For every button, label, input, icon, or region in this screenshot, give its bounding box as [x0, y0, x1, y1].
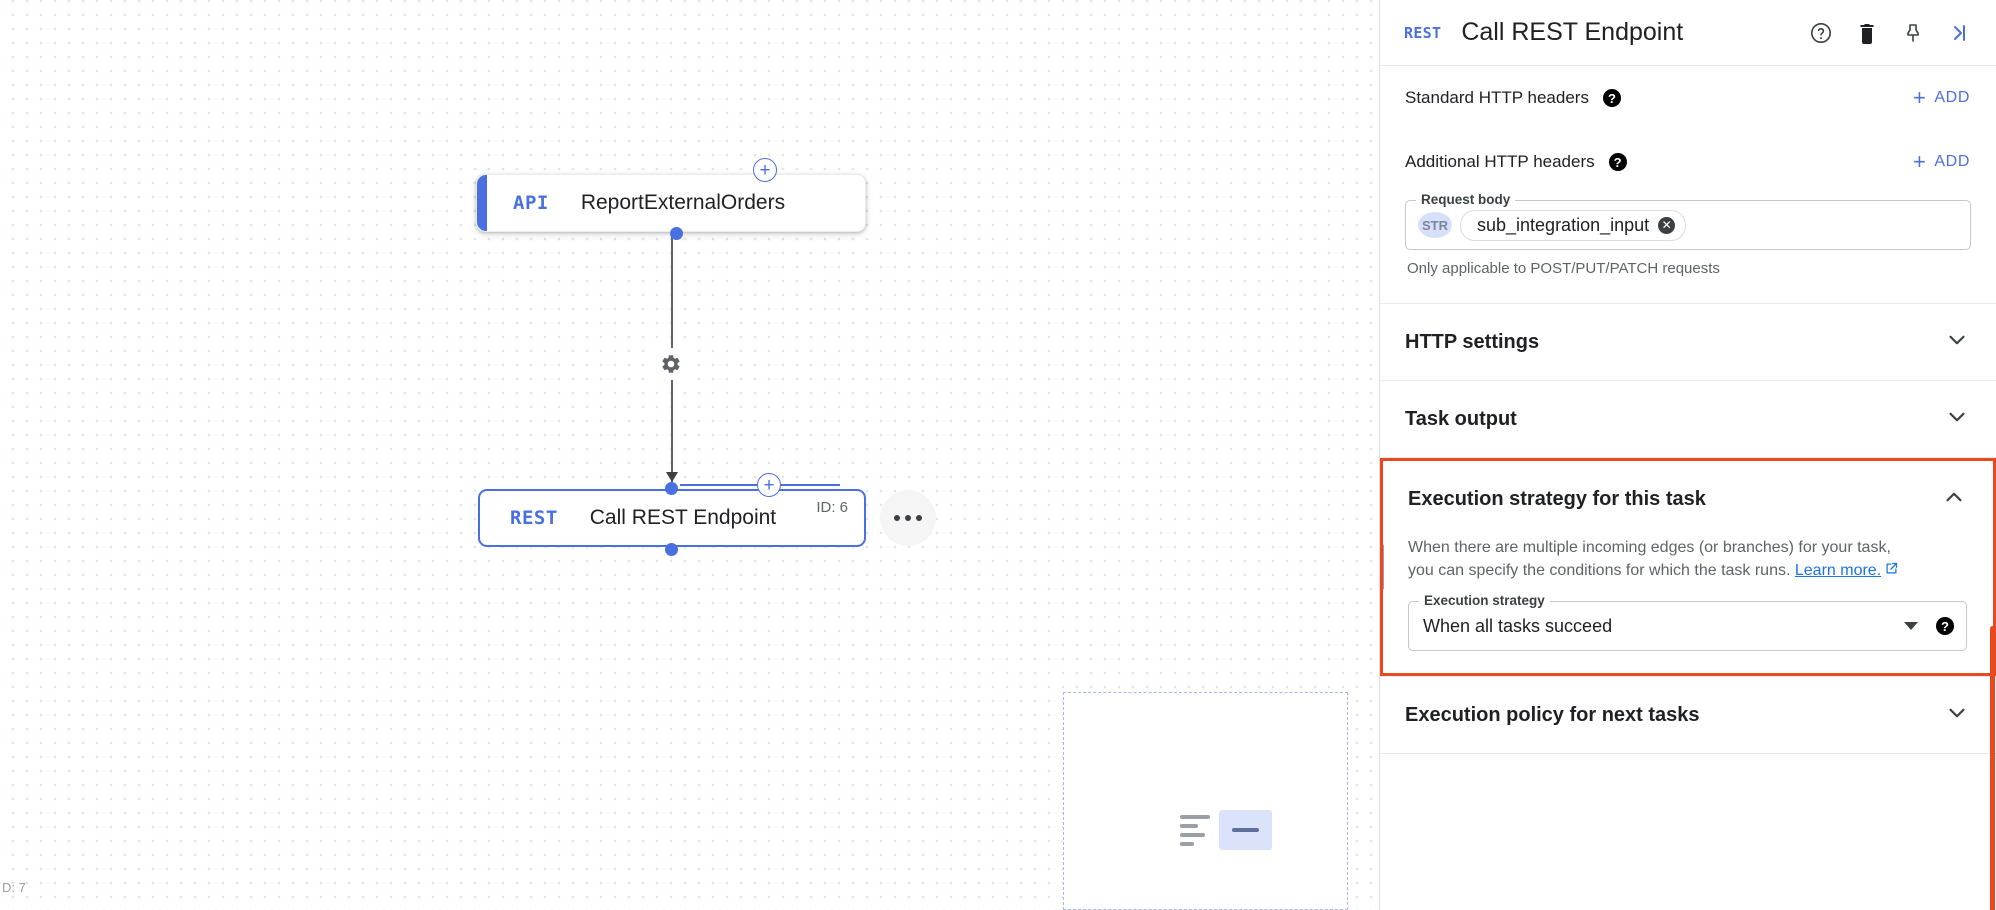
- help-icon[interactable]: ?: [1608, 153, 1627, 171]
- request-body-helper-text: Only applicable to POST/PUT/PATCH reques…: [1407, 260, 1720, 277]
- minimap-placeholder-icon: [1180, 810, 1272, 850]
- request-body-field-wrap: Request body STR sub_integration_input ✕: [1380, 192, 1996, 250]
- plus-icon: +: [1912, 85, 1927, 110]
- divider: [1380, 457, 1996, 458]
- standard-http-headers-row: Standard HTTP headers ? + ADD: [1380, 66, 1996, 130]
- section-execution-policy[interactable]: Execution policy for next tasks: [1380, 677, 1996, 753]
- edge-arrow-icon: [666, 472, 678, 482]
- chevron-down-icon: [1944, 700, 1970, 731]
- more-dot-icon: [894, 515, 900, 521]
- add-label: ADD: [1934, 89, 1970, 106]
- delete-icon[interactable]: [1850, 16, 1884, 50]
- rest-tag-icon: REST: [1404, 23, 1442, 42]
- node-rest-call-rest-endpoint[interactable]: REST Call REST Endpoint ID: 6: [478, 489, 866, 547]
- request-body-variable-chip[interactable]: sub_integration_input ✕: [1460, 209, 1687, 241]
- standard-http-headers-label: Standard HTTP headers: [1405, 88, 1589, 107]
- node-port-rest-input[interactable]: [665, 482, 678, 495]
- add-standard-header-button[interactable]: + ADD: [1913, 87, 1970, 109]
- collapse-panel-icon[interactable]: [1942, 16, 1976, 50]
- node-type-badge: API: [513, 192, 549, 214]
- help-icon[interactable]: [1804, 16, 1838, 50]
- request-body-legend: Request body: [1416, 192, 1516, 207]
- external-link-icon[interactable]: [1884, 561, 1899, 584]
- execution-strategy-value: When all tasks succeed: [1423, 615, 1613, 636]
- help-icon[interactable]: ?: [1936, 617, 1954, 636]
- add-label: ADD: [1934, 153, 1970, 170]
- additional-http-headers-label: Additional HTTP headers: [1405, 152, 1595, 171]
- description-line-1: When there are multiple incoming edges (…: [1408, 539, 1891, 556]
- node-port-api-output[interactable]: [670, 227, 683, 240]
- divider: [1380, 676, 1996, 678]
- close-icon[interactable]: ✕: [1658, 216, 1676, 234]
- section-http-settings[interactable]: HTTP settings: [1380, 304, 1996, 380]
- execution-strategy-select[interactable]: Execution strategy When all tasks succee…: [1408, 593, 1967, 652]
- panel-header: REST Call REST Endpoint: [1380, 0, 1996, 66]
- request-body-input[interactable]: Request body STR sub_integration_input ✕: [1405, 192, 1971, 250]
- chevron-up-icon: [1941, 484, 1967, 515]
- section-execution-strategy-highlighted: Execution strategy for this task When th…: [1380, 458, 1996, 677]
- node-id-label: ID: 6: [816, 499, 848, 516]
- divider: [1380, 303, 1996, 304]
- page-title: Call REST Endpoint: [1461, 18, 1684, 46]
- panel-scrollbar-thumb-right[interactable]: [1990, 626, 1995, 910]
- node-port-rest-output[interactable]: [665, 543, 678, 556]
- add-node-after-rest-button[interactable]: +: [757, 473, 781, 497]
- variable-type-badge: STR: [1418, 212, 1452, 238]
- canvas-corner-text: D: 7: [2, 880, 26, 895]
- add-additional-header-button[interactable]: + ADD: [1913, 151, 1970, 173]
- canvas-minimap[interactable]: [1063, 692, 1348, 910]
- section-task-output[interactable]: Task output: [1380, 381, 1996, 457]
- task-config-panel: REST Call REST Endpoint: [1379, 0, 1996, 910]
- add-node-after-api-button[interactable]: +: [753, 158, 777, 182]
- divider: [1380, 380, 1996, 381]
- pin-icon[interactable]: [1896, 16, 1930, 50]
- chip-label: sub_integration_input: [1477, 214, 1650, 235]
- edge-settings-gear-icon[interactable]: [655, 348, 687, 380]
- more-dot-icon: [916, 515, 922, 521]
- additional-http-headers-row: Additional HTTP headers ? + ADD: [1380, 130, 1996, 194]
- node-more-options-button[interactable]: [880, 490, 936, 546]
- node-label: ReportExternalOrders: [580, 191, 786, 214]
- section-execution-strategy-header[interactable]: Execution strategy for this task: [1383, 461, 1993, 537]
- chevron-down-icon: [1944, 327, 1970, 358]
- more-dot-icon: [905, 515, 911, 521]
- panel-body: Standard HTTP headers ? + ADD Additional…: [1380, 66, 1996, 910]
- execution-strategy-legend: Execution strategy: [1419, 593, 1550, 609]
- help-icon[interactable]: ?: [1602, 89, 1621, 107]
- plus-icon: +: [1912, 149, 1927, 174]
- workflow-canvas[interactable]: API ReportExternalOrders + REST Call RES…: [0, 0, 1379, 910]
- divider: [1380, 753, 1996, 755]
- description-line-2: you can specify the conditions for which…: [1408, 561, 1791, 579]
- execution-strategy-description: When there are multiple incoming edges (…: [1383, 537, 1993, 583]
- node-accent-bar: [477, 175, 487, 231]
- node-label: Call REST Endpoint: [589, 506, 777, 529]
- section-title: Task output: [1405, 407, 1517, 430]
- chevron-down-icon: [1944, 404, 1970, 435]
- node-type-badge: REST: [510, 507, 558, 529]
- section-title: Execution strategy for this task: [1408, 487, 1706, 510]
- node-api-report-external-orders[interactable]: API ReportExternalOrders: [476, 174, 866, 232]
- learn-more-link[interactable]: Learn more.: [1794, 561, 1882, 579]
- section-title: Execution policy for next tasks: [1405, 703, 1700, 726]
- section-title: HTTP settings: [1405, 330, 1540, 353]
- chevron-down-icon[interactable]: [1904, 622, 1918, 631]
